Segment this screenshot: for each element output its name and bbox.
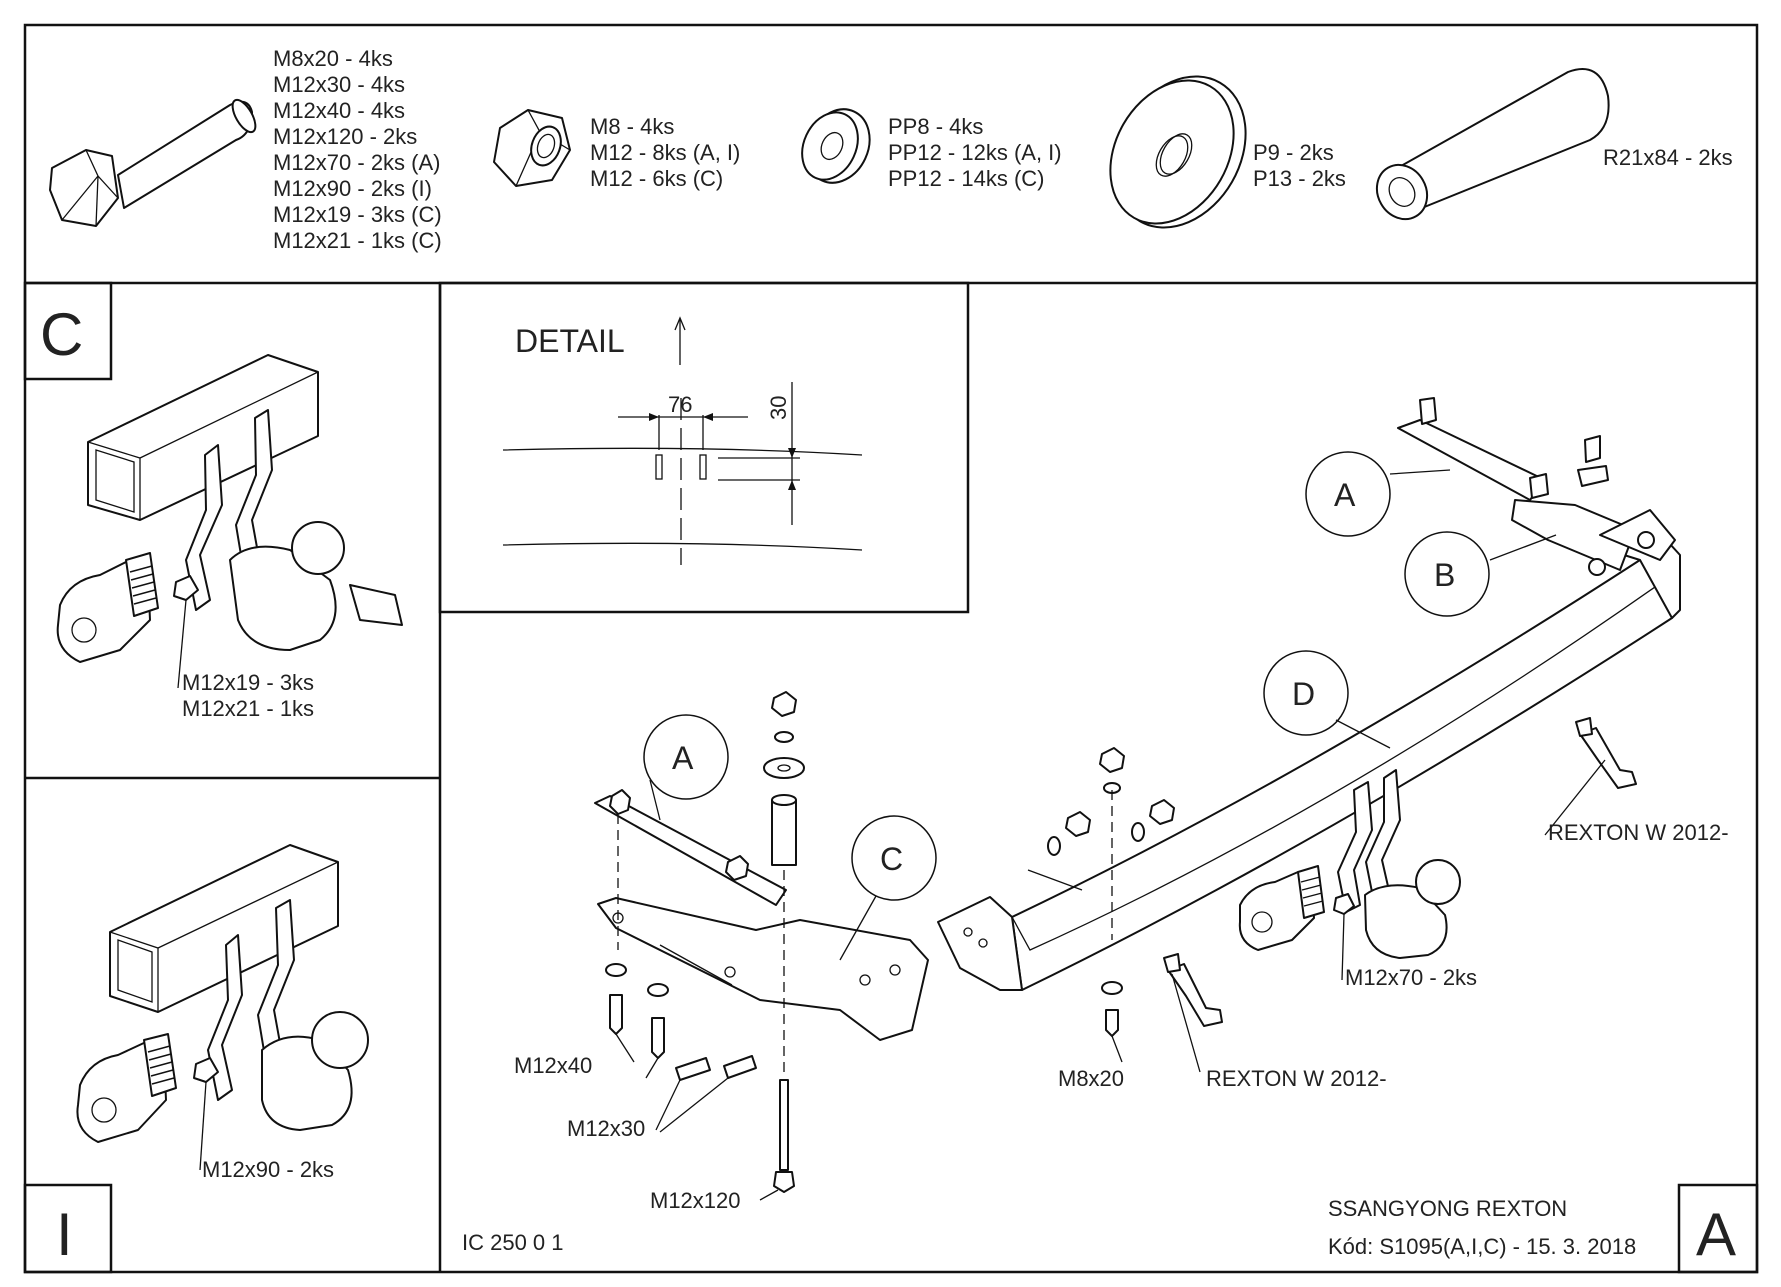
bolt-list-item: M12x19 - 3ks (C) — [273, 202, 442, 227]
panel-i-bolt-label: M12x90 - 2ks — [202, 1157, 334, 1182]
fastener-stack-left — [1027, 747, 1175, 1063]
side-bracket-left — [594, 789, 929, 1041]
tow-ball-illustration — [1238, 769, 1461, 981]
washer-list-item: P9 - 2ks — [1253, 140, 1334, 165]
detail-panel: DETAIL 76 30 — [502, 316, 863, 565]
washer-list-item: PP12 - 12ks (A, I) — [888, 140, 1062, 165]
bolt-list-item: M12x120 - 2ks — [273, 124, 417, 149]
hex-nut-icon — [493, 109, 571, 187]
bolt-list-item: M8x20 - 4ks — [273, 46, 393, 71]
bolt-list-item: M12x70 - 2ks (A) — [273, 150, 441, 175]
detail-drawing — [502, 382, 863, 565]
nut-list-item: M12 - 8ks (A, I) — [590, 140, 740, 165]
callout-d: D — [1292, 676, 1315, 712]
fastener-stack-lower — [605, 963, 779, 1201]
bolt-label-m12x30: M12x30 — [567, 1116, 645, 1141]
large-washer-icon — [1109, 75, 1247, 229]
bolt-list-item: M12x21 - 1ks (C) — [273, 228, 442, 253]
drawing-code: Kód: S1095(A,I,C) - 15. 3. 2018 — [1328, 1234, 1636, 1259]
panel-i: I M12x90 - 2ks — [56, 844, 369, 1268]
bolt-list-item: M12x40 - 4ks — [273, 98, 405, 123]
model-label-center: REXTON W 2012- — [1206, 1066, 1387, 1091]
mounting-lug-right — [1544, 717, 1637, 836]
main-assembly: A A B C D M12x40 M12x30 M12x120 M8x20 M1… — [514, 397, 1729, 1213]
bolt-label-m12x120: M12x120 — [650, 1188, 741, 1213]
spacer-tube-label: R21x84 - 2ks — [1603, 145, 1733, 170]
washer-list-item: PP12 - 14ks (C) — [888, 166, 1045, 191]
mounting-lug-center — [1163, 953, 1223, 1073]
bolt-list: M8x20 - 4ks M12x30 - 4ks M12x40 - 4ks M1… — [273, 46, 442, 253]
vehicle-name: SSANGYONG REXTON — [1328, 1196, 1567, 1221]
title-block: IC 250 0 1 SSANGYONG REXTON Kód: S1095(A… — [462, 1196, 1736, 1268]
small-washer-list: PP8 - 4ks PP12 - 12ks (A, I) PP12 - 14ks… — [888, 114, 1062, 191]
washer-list-item: PP8 - 4ks — [888, 114, 983, 139]
detail-dimension-30: 30 — [766, 396, 791, 420]
panel-c-bolt-label: M12x19 - 3ks — [182, 670, 314, 695]
bolt-list-item: M12x30 - 4ks — [273, 72, 405, 97]
parts-list-row: M8x20 - 4ks M12x30 - 4ks M12x40 - 4ks M1… — [49, 46, 1733, 253]
drawing-number: IC 250 0 1 — [462, 1230, 564, 1255]
callout-a-right: A — [1334, 477, 1356, 513]
north-arrow-icon — [674, 316, 686, 365]
drawing-frame — [23, 23, 1759, 1274]
callout-a-left: A — [672, 740, 694, 776]
nut-list: M8 - 4ks M12 - 8ks (A, I) M12 - 6ks (C) — [590, 114, 740, 191]
fastener-stack-vertical — [763, 691, 805, 1193]
nut-list-item: M8 - 4ks — [590, 114, 674, 139]
panel-c-bolt-label: M12x21 - 1ks — [182, 696, 314, 721]
panel-c: C M12x19 - 3ks M12x21 — [40, 301, 403, 721]
bolt-list-item: M12x90 - 2ks (I) — [273, 176, 432, 201]
spacer-tube-icon — [1375, 68, 1610, 221]
bolt-icon — [49, 98, 257, 227]
bolt-label-m8x20: M8x20 — [1058, 1066, 1124, 1091]
detail-title: DETAIL — [515, 323, 625, 359]
small-washer-icon — [801, 108, 871, 184]
detail-dimension-76: 76 — [668, 392, 692, 417]
callout-b: B — [1434, 557, 1455, 593]
panel-c-letter: C — [40, 301, 83, 368]
nut-list-item: M12 - 6ks (C) — [590, 166, 723, 191]
model-label-right: REXTON W 2012- — [1548, 820, 1729, 845]
callout-circles — [643, 451, 1557, 961]
panel-i-letter: I — [56, 1201, 73, 1268]
bolt-label-m12x40: M12x40 — [514, 1053, 592, 1078]
bolt-label-m12x70: M12x70 - 2ks — [1345, 965, 1477, 990]
washer-list-item: P13 - 2ks — [1253, 166, 1346, 191]
side-bracket-right — [1397, 397, 1676, 576]
towbar-variant-i-illustration — [76, 844, 369, 1171]
corner-letter: A — [1696, 1201, 1736, 1268]
large-washer-list: P9 - 2ks P13 - 2ks — [1253, 140, 1346, 191]
towbar-variant-c-illustration — [56, 354, 403, 689]
callout-c: C — [880, 841, 903, 877]
